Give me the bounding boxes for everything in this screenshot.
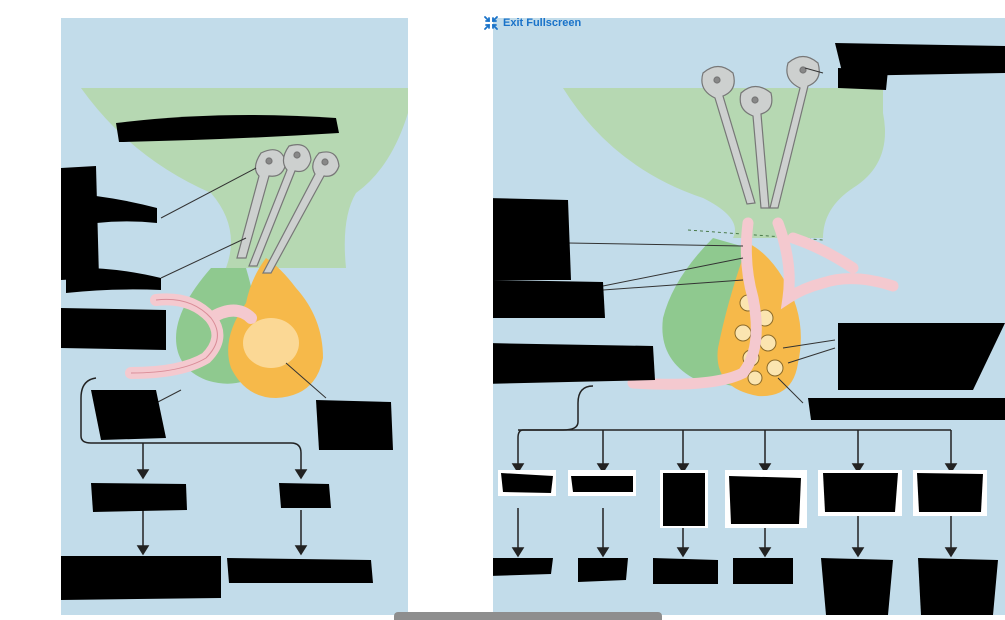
posterior-pituitary-highlight xyxy=(243,318,299,368)
redaction-marks xyxy=(493,43,1005,615)
anterior-pituitary-svg xyxy=(493,18,1005,615)
anterior-pituitary-diagram xyxy=(493,18,1005,615)
horizontal-scrollbar-thumb[interactable] xyxy=(394,612,662,620)
leader-lines xyxy=(567,67,836,404)
collapse-arrows-icon xyxy=(484,16,498,30)
posterior-pituitary-svg xyxy=(61,18,408,615)
posterior-pituitary-diagram xyxy=(61,18,408,615)
flow-arrows xyxy=(511,385,958,558)
exit-fullscreen-button[interactable]: Exit Fullscreen xyxy=(484,15,581,31)
redaction-marks xyxy=(61,114,393,600)
leader-lines xyxy=(155,167,327,404)
neurosecretory-cells xyxy=(701,55,820,209)
portal-vessels xyxy=(627,217,899,390)
hypothalamus xyxy=(563,88,885,238)
flow-arrows xyxy=(80,377,308,556)
neurosecretory-cells xyxy=(236,144,340,274)
exit-fullscreen-label: Exit Fullscreen xyxy=(503,17,582,29)
